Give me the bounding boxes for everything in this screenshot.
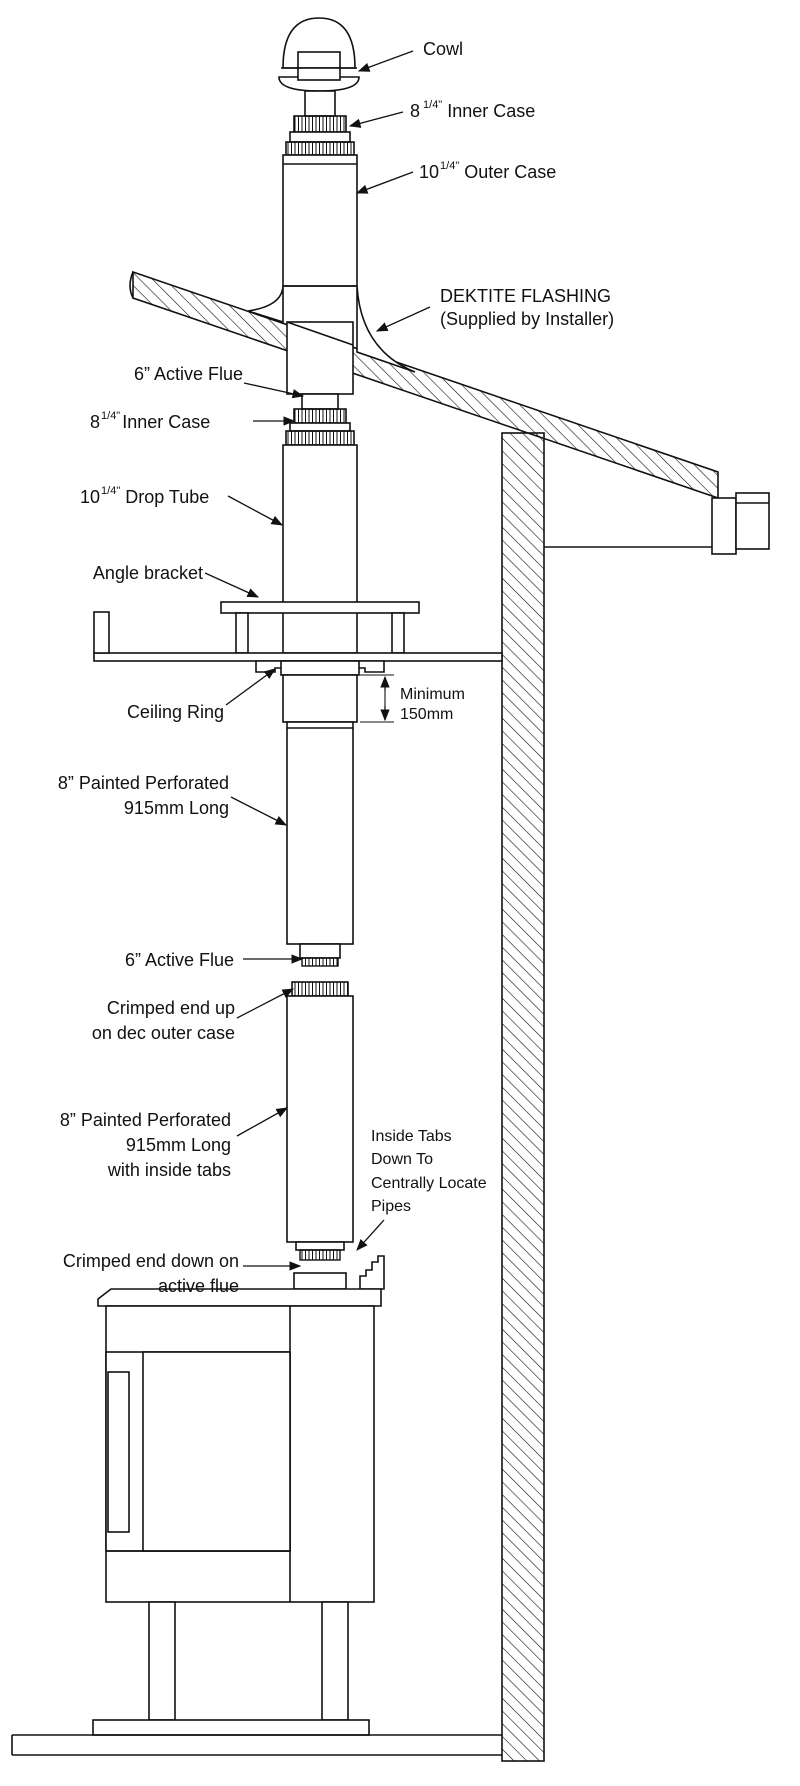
minimum-dimension — [360, 674, 394, 723]
active-flue-lower-stub — [299, 943, 341, 967]
label-inside-tabs-down: Down To — [371, 1151, 433, 1168]
inner-case-mid-collar — [285, 408, 355, 446]
crimped-end-up — [291, 981, 349, 997]
perforated-pipe-upper — [286, 721, 354, 945]
label-crimped-end-down-flue: active flue — [158, 1276, 239, 1296]
cowl — [278, 17, 360, 117]
label-active-flue-upper: 6” Active Flue — [134, 364, 243, 384]
drop-tube — [282, 444, 358, 654]
label-active-flue-lower: 6” Active Flue — [125, 950, 234, 970]
label-inside-tabs-pipes: Pipes — [371, 1198, 411, 1215]
label-inside-tabs: Inside Tabs — [371, 1128, 452, 1145]
crimped-end-down — [295, 1241, 345, 1261]
gutter — [711, 492, 770, 555]
label-perforated-lower: 8” Painted Perforated — [60, 1110, 231, 1130]
angle-bracket — [220, 601, 420, 654]
label-crimped-end-up-case: on dec outer case — [92, 1023, 235, 1043]
label-outer-case: 101/4"Outer Case — [419, 160, 556, 182]
leader-lines — [204, 50, 431, 1271]
outer-case — [282, 154, 358, 287]
perforated-pipe-lower — [286, 995, 354, 1243]
dektite-flashing — [247, 285, 416, 373]
wall — [501, 432, 545, 1762]
spacer-section — [282, 674, 358, 723]
label-minimum: Minimum — [400, 686, 465, 703]
ceiling — [93, 611, 503, 662]
label-perforated-lower-length: 915mm Long — [126, 1135, 231, 1155]
label-inner-case-mid: 81/4"Inner Case — [90, 410, 210, 432]
label-perforated-upper-length: 915mm Long — [124, 798, 229, 818]
label-crimped-end-down: Crimped end down on — [63, 1251, 239, 1271]
label-dektite-supplied: (Supplied by Installer) — [440, 309, 614, 329]
inner-case-top-collar — [285, 115, 355, 156]
stove-spigot — [293, 1272, 347, 1290]
label-ceiling-ring: Ceiling Ring — [127, 702, 224, 722]
label-cowl: Cowl — [423, 39, 463, 59]
label-minimum-150mm: 150mm — [400, 706, 453, 723]
label-drop-tube: 101/4"Drop Tube — [80, 485, 209, 507]
label-perforated-lower-tabs: with inside tabs — [107, 1160, 231, 1180]
ceiling-ring — [255, 660, 385, 676]
active-flue-upper-stub — [301, 393, 339, 410]
label-crimped-end-up: Crimped end up — [107, 998, 235, 1018]
roof — [129, 270, 719, 500]
label-inside-tabs-centrally: Centrally Locate — [371, 1175, 487, 1192]
label-angle-bracket: Angle bracket — [93, 563, 203, 583]
stove-top-fitting — [359, 1255, 385, 1290]
stove — [11, 1288, 502, 1756]
label-perforated-upper: 8” Painted Perforated — [58, 773, 229, 793]
label-dektite-flashing: DEKTITE FLASHING — [440, 286, 611, 306]
